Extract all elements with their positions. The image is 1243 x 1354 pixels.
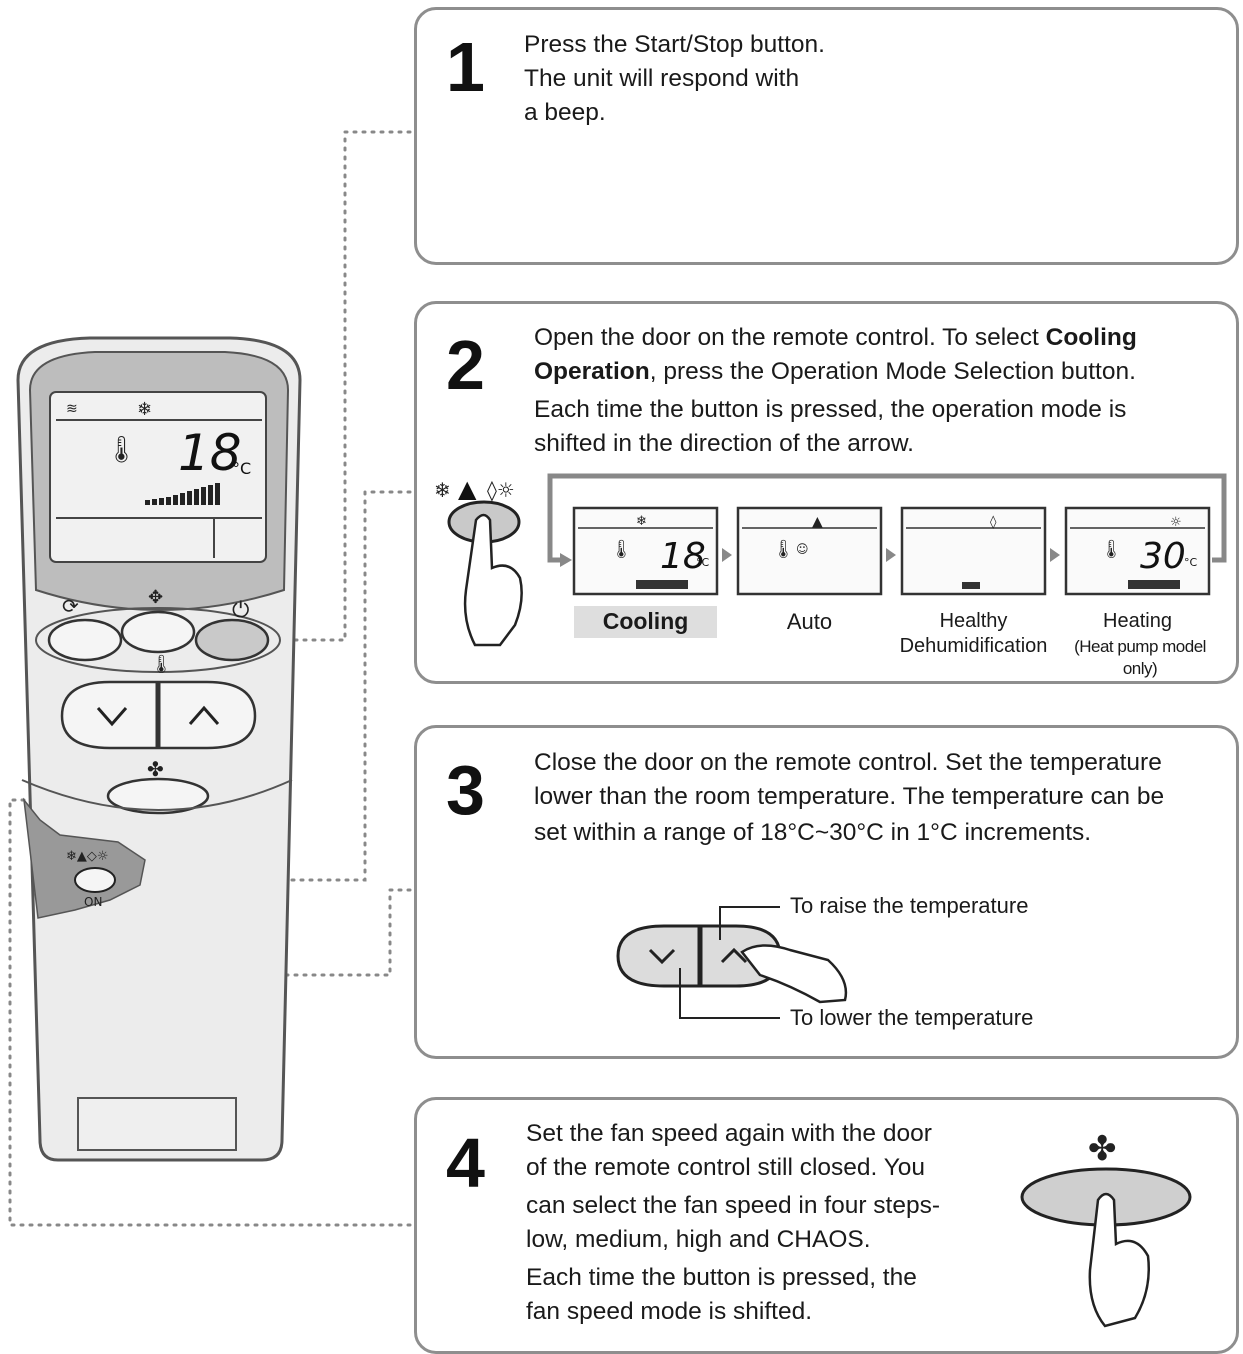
svg-text:🌡: 🌡	[1100, 539, 1123, 560]
step2-cooling-bold: Cooling	[1045, 324, 1137, 351]
step3-number: 3	[446, 751, 485, 829]
mode-label-heating: Heating	[1103, 610, 1172, 632]
mode-label-cooling: Cooling	[602, 608, 689, 634]
step2-line4: shifted in the direction of the arrow.	[534, 430, 914, 457]
step2-instructions: Open the door on the remote control. To …	[534, 321, 1137, 461]
step4-card	[414, 1097, 1239, 1354]
mode-display-cooling: ❄ 🌡 18 °C	[572, 506, 719, 596]
remote-on-label: ON	[84, 895, 102, 909]
svg-text:☼: ☼	[1170, 515, 1182, 530]
step1-number: 1	[446, 28, 485, 106]
mode-label-heat-pump-note: (Heat pump model only)	[1074, 637, 1206, 678]
svg-text:✤: ✤	[1088, 1129, 1117, 1169]
step4-line: fan speed mode is shifted.	[526, 1298, 813, 1325]
svg-text:🌡: 🌡	[772, 539, 795, 560]
step4-illustration: ✤	[1020, 1129, 1192, 1328]
step3-line: Close the door on the remote control. Se…	[534, 749, 1162, 776]
mode-display-heating: ☼ 🌡 30 °C	[1064, 506, 1211, 596]
svg-text:≋: ≋	[66, 401, 78, 417]
svg-text:◊☼: ◊☼	[487, 478, 515, 502]
svg-text:⟳: ⟳	[62, 594, 79, 618]
step4-line: of the remote control still closed. You	[526, 1154, 926, 1181]
mode-cooling-temp: 18	[660, 536, 706, 577]
step1-line: Press the Start/Stop button.	[524, 31, 825, 58]
step3-instructions: Close the door on the remote control. Se…	[534, 746, 1164, 850]
step1-line: a beep.	[524, 99, 606, 126]
remote-lcd-unit: °C	[232, 459, 251, 478]
mode-label-healthy: Healthy	[939, 610, 1008, 632]
mode-label-dehumidification: Dehumidification	[899, 635, 1048, 657]
mode-label-auto: Auto	[786, 609, 833, 634]
lower-temperature-label: To lower the temperature	[790, 1005, 1034, 1030]
svg-text:❄: ❄	[636, 514, 647, 529]
remote-lcd: ≋ ❄ 🌡 18 °C	[49, 391, 267, 563]
step2-line1-text: Open the door on the remote control. To …	[534, 324, 1046, 351]
svg-text:✥: ✥	[148, 587, 163, 608]
step4-line: can select the fan speed in four steps-	[526, 1192, 941, 1219]
svg-text:◊: ◊	[990, 515, 997, 530]
step1-line: The unit will respond with	[524, 65, 800, 92]
step2-operation-bold: Operation	[534, 358, 650, 385]
svg-text:❄: ❄	[137, 399, 152, 420]
mode-display-dehumidification: ◊	[900, 506, 1047, 596]
step1-instructions: Press the Start/Stop button. The unit wi…	[524, 28, 825, 130]
remote-power-button	[194, 618, 270, 662]
svg-text:🌡: 🌡	[610, 539, 633, 560]
svg-text:🌡: 🌡	[105, 435, 138, 465]
svg-text:❄: ❄	[434, 478, 451, 502]
svg-text:🌡: 🌡	[150, 654, 173, 675]
svg-text:▲: ▲	[458, 474, 477, 503]
step2-number: 2	[446, 326, 485, 404]
step2-line2-text: , press the Operation Mode Selection but…	[649, 358, 1136, 385]
svg-text:☺: ☺	[796, 542, 809, 556]
step3-line: set within a range of 18°C~30°C in 1°C i…	[534, 819, 1092, 846]
step3-illustration	[616, 906, 848, 1019]
step4-line: Each time the button is pressed, the	[526, 1264, 917, 1291]
svg-text:❄▲◇☼: ❄▲◇☼	[66, 849, 109, 864]
step2-card	[414, 301, 1239, 684]
step3-line: lower than the room temperature. The tem…	[534, 783, 1165, 810]
svg-text:✤: ✤	[147, 757, 164, 781]
step4-line: low, medium, high and CHAOS.	[526, 1226, 871, 1253]
mode-heating-unit: °C	[1184, 556, 1198, 569]
svg-text:▲: ▲	[812, 514, 823, 530]
remote-swing-button	[47, 618, 123, 662]
mode-display-auto: ▲ 🌡 ☺	[736, 506, 883, 596]
step4-line: Set the fan speed again with the door	[526, 1120, 932, 1147]
step4-instructions: Set the fan speed again with the door of…	[526, 1117, 940, 1329]
raise-temperature-label: To raise the temperature	[790, 893, 1029, 918]
step2-line3: Each time the button is pressed, the ope…	[534, 396, 1127, 423]
step1-card	[414, 7, 1239, 265]
svg-text:⏻: ⏻	[232, 598, 249, 623]
remote-fan-dir-button	[120, 610, 196, 654]
step2-illustration: ❄ ▲ ◊☼ ❄ 🌡 18 °C ▲ 🌡 ☺ ◊	[434, 473, 1227, 647]
mode-cooling-unit: °C	[696, 556, 710, 569]
step3-card	[414, 725, 1239, 1059]
remote-fan-button	[106, 777, 210, 815]
remote-lcd-temp: 18	[178, 424, 242, 482]
mode-heating-temp: 30	[1140, 536, 1186, 577]
step4-number: 4	[446, 1124, 485, 1202]
remote-control: ≋ ❄ 🌡 18 °C ⟳ ✥ ⏻ 🌡 ✤	[16, 336, 302, 1162]
